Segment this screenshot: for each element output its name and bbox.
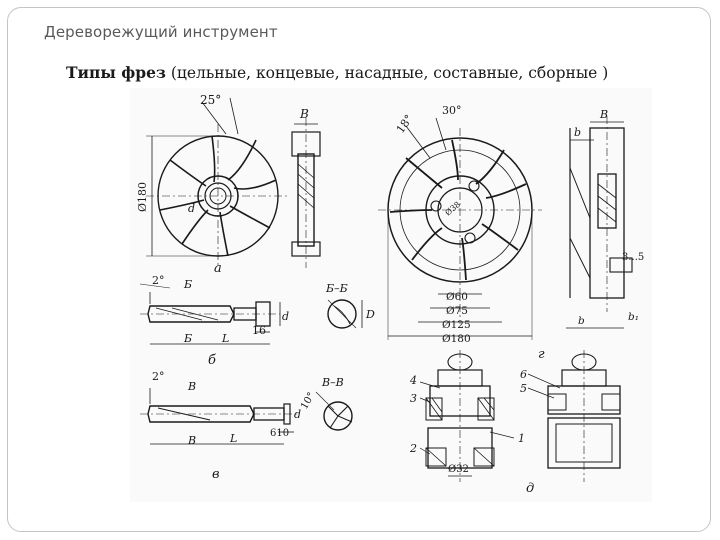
fig-g-35: 3...5 (622, 252, 644, 263)
fig-b-sec1: Б (183, 278, 192, 291)
panel-label-g: г (538, 347, 545, 362)
milling-cutters-drawing: 25° Ø180 d В а 2° Б Б L 16 d Б–Б D б (130, 88, 652, 502)
figure-b (139, 283, 363, 345)
panel-label-v: в (212, 467, 220, 482)
fig-v-cut: В–В (321, 376, 344, 389)
fig-g-B: В (599, 108, 608, 121)
fig-d-4: 4 (409, 374, 417, 387)
fig-b-16: 16 (252, 324, 266, 337)
fig-a-angle: 25° (200, 93, 221, 107)
slide-subtitle: Типы фрез (цельные, концевые, насадные, … (66, 63, 608, 82)
fig-b-L: L (221, 332, 229, 345)
figure-a (146, 97, 321, 268)
subtitle-rest: (цельные, концевые, насадные, составные,… (165, 64, 609, 82)
fig-d-5: 5 (520, 382, 527, 395)
figure-d (419, 350, 621, 482)
fig-g-blades (389, 139, 527, 281)
fig-d-d32: Ø32 (448, 464, 469, 475)
fig-v-sec2: В (187, 434, 196, 447)
fig-d-6: 6 (520, 368, 527, 381)
fig-b-cut: Б–Б (325, 282, 348, 295)
fig-g-hub: Ø38 (444, 200, 463, 218)
fig-b-D: D (365, 308, 375, 321)
panel-label-a: а (214, 261, 222, 276)
fig-a-sec: В (299, 107, 309, 121)
fig-v-L: L (229, 432, 237, 445)
fig-v-sec1: В (187, 380, 196, 393)
fig-g-d180: Ø180 (442, 333, 471, 345)
fig-v-angle: 2° (152, 370, 165, 383)
fig-d-3: 3 (410, 392, 417, 405)
figure-v (140, 388, 353, 445)
fig-v-610: 610 (270, 428, 289, 439)
fig-d-1: 1 (518, 432, 525, 445)
subtitle-strong: Типы фрез (66, 63, 166, 82)
fig-g-d60: Ø60 (446, 291, 468, 303)
slide-header-title: Дереворежущий инструмент (44, 23, 278, 41)
fig-v-ang10: 10° (299, 391, 317, 412)
fig-a-dia: Ø180 (136, 182, 149, 212)
fig-a-teeth (159, 135, 277, 257)
fig-b-sec2: Б (183, 332, 192, 345)
fig-a-d: d (188, 202, 195, 215)
fig-b-angle: 2° (152, 274, 165, 287)
fig-g-ang30: 30° (442, 104, 462, 117)
fig-g-b2: b (578, 315, 585, 327)
fig-b-d: d (282, 310, 289, 323)
figure-g (378, 116, 633, 340)
cutters-svg: 25° Ø180 d В а 2° Б Б L 16 d Б–Б D б (136, 93, 644, 496)
fig-g-b1: b₁ (628, 311, 639, 323)
fig-v-d: d (294, 408, 301, 421)
panel-label-b: б (208, 353, 216, 368)
fig-g-d75: Ø75 (446, 305, 468, 317)
fig-g-ang18: 18° (394, 112, 416, 135)
fig-g-d125: Ø125 (442, 319, 471, 331)
fig-g-b: b (574, 126, 581, 139)
fig-d-2: 2 (409, 442, 417, 455)
panel-label-d: д (526, 481, 534, 496)
